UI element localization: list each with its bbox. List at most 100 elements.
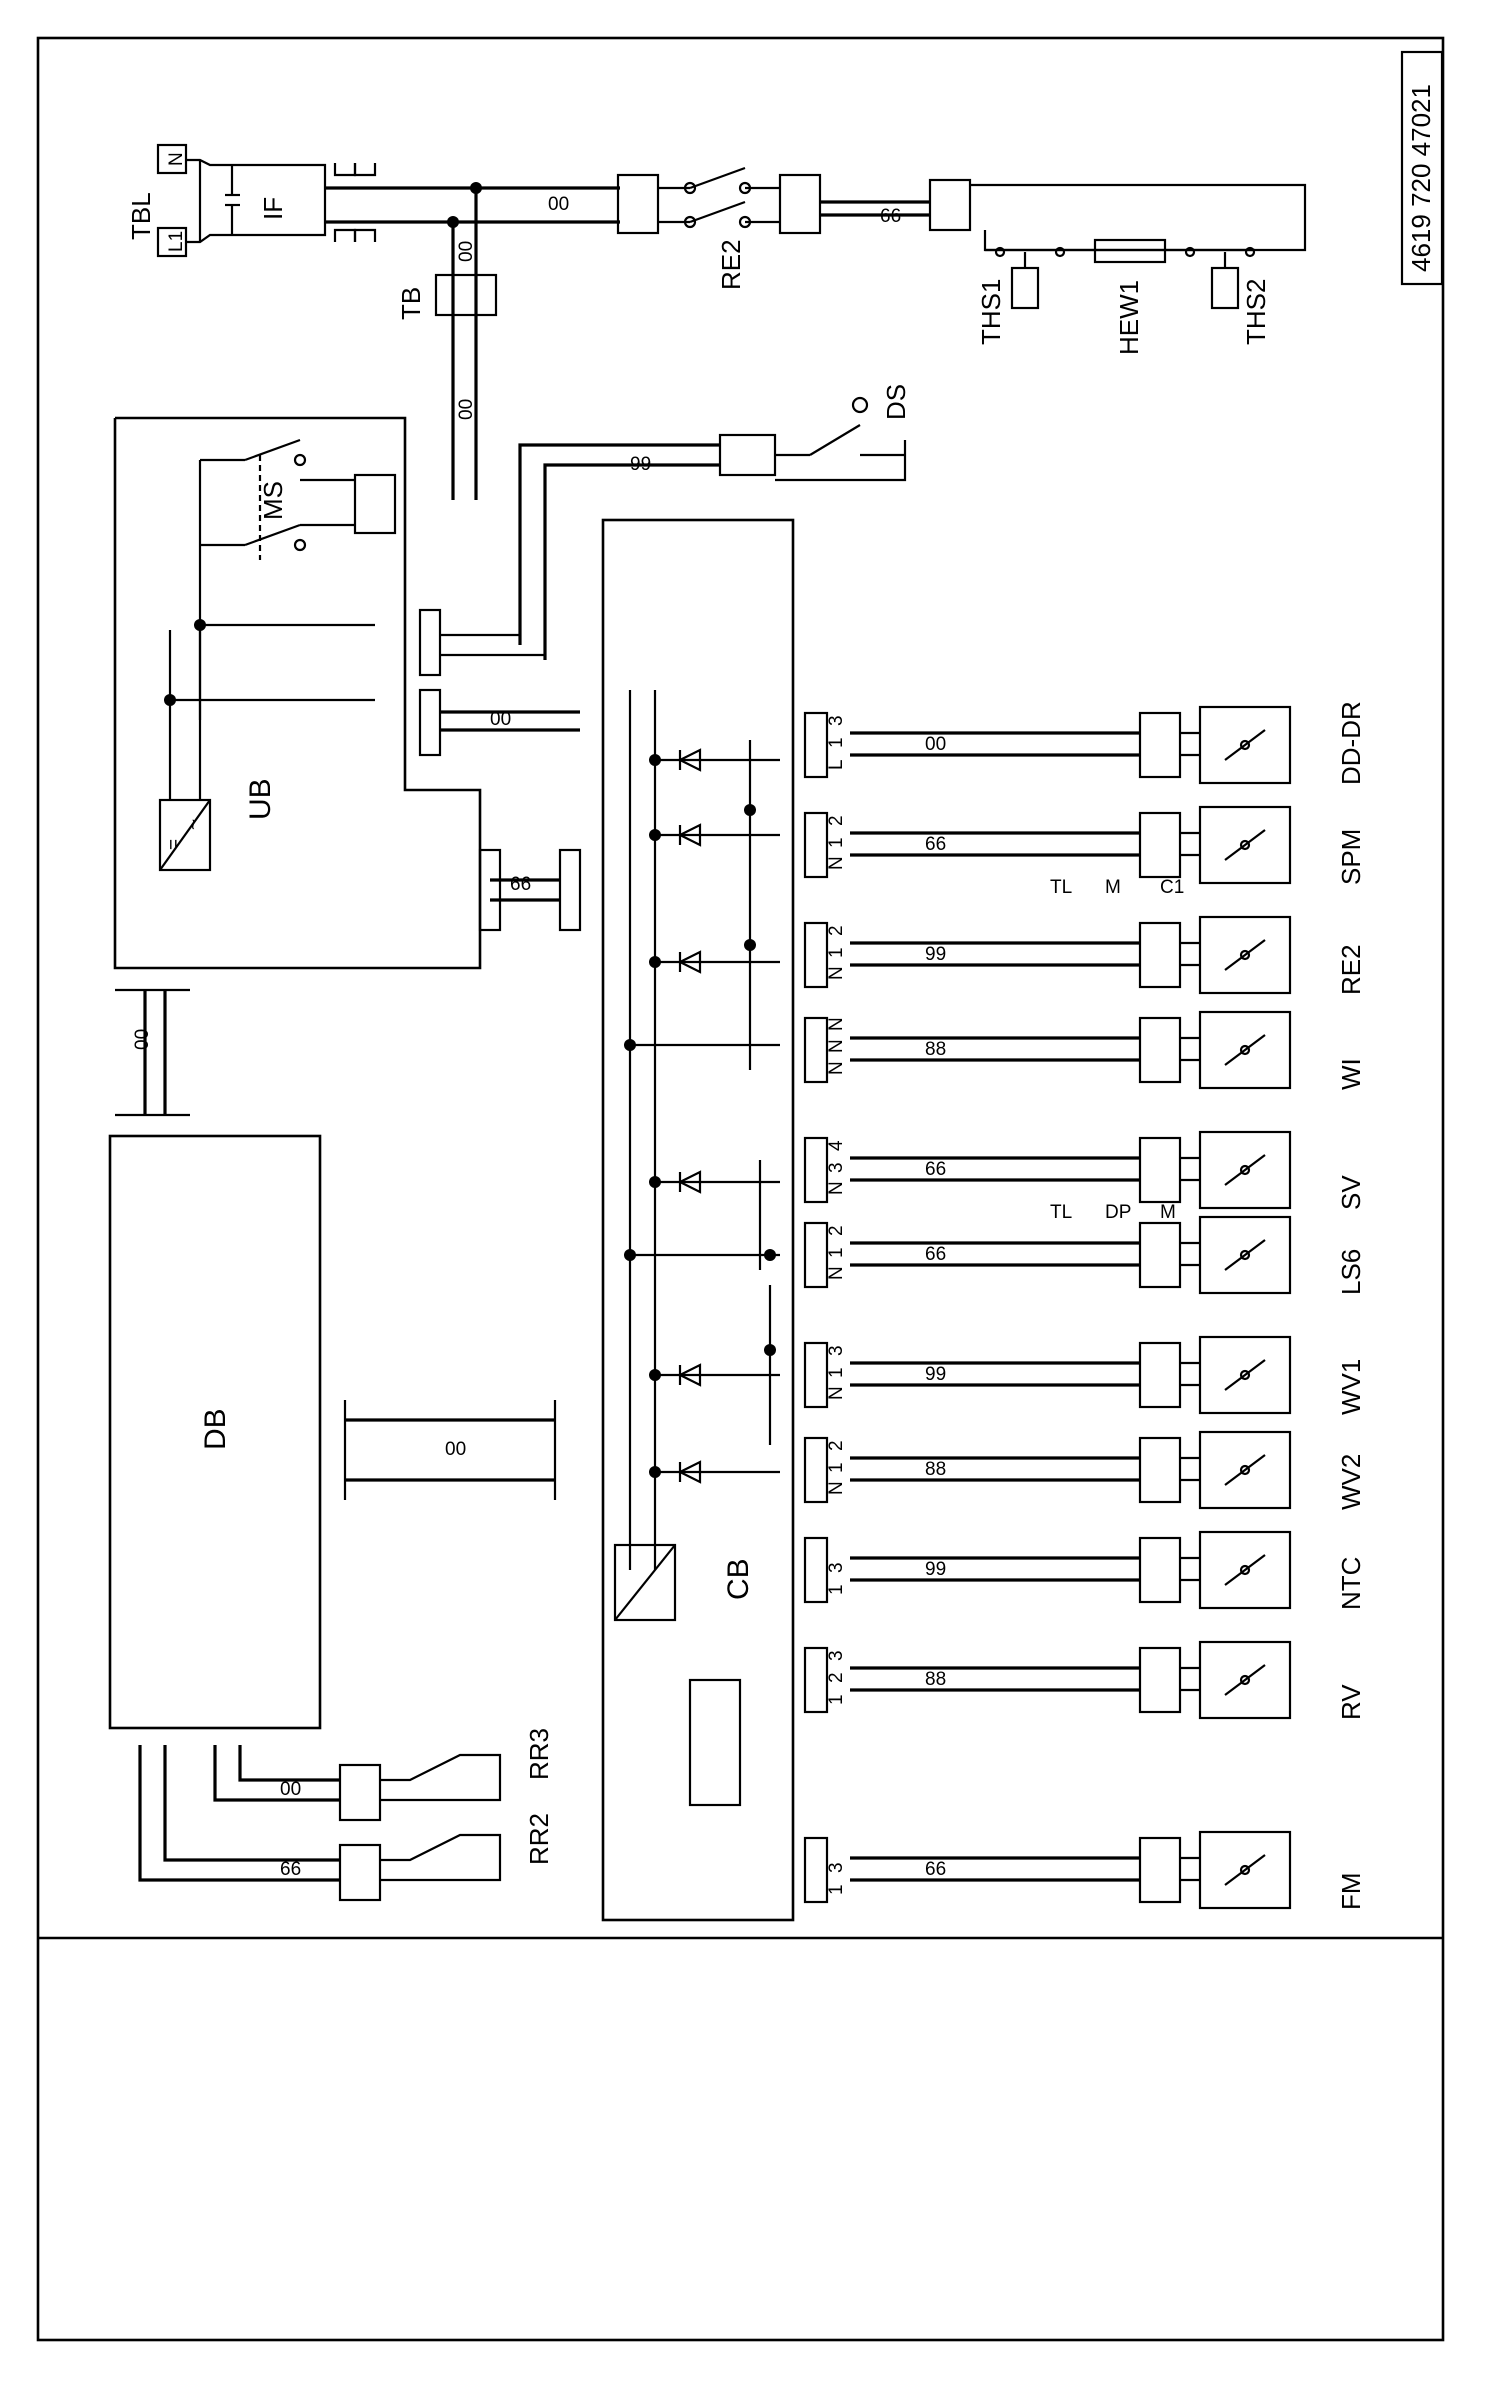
device-symbol (1198, 915, 1292, 995)
device-symbol (1198, 1010, 1292, 1090)
cb-label: CB (722, 1558, 755, 1600)
pin-label: N (826, 966, 847, 980)
component-label: LS6 (1336, 1249, 1366, 1295)
pin-label: 1 (826, 1367, 847, 1378)
tb-connector (434, 273, 498, 317)
ub-db-wire-code: 00 (132, 1029, 153, 1050)
rr2-wire-code: 66 (280, 1859, 301, 1880)
pin-label: 2 (826, 815, 847, 826)
wire-code: 88 (925, 1669, 946, 1690)
ub-label: UB (244, 778, 277, 820)
pin-label: 1 (826, 1462, 847, 1473)
ms-label: MS (258, 481, 288, 520)
pin-label: 2 (826, 1672, 847, 1683)
component-extra-label: M (1160, 1202, 1176, 1223)
pin-label: N (826, 1039, 847, 1053)
pin-label: 3 (826, 1162, 847, 1173)
pin-label: 1 (826, 1884, 847, 1895)
pin-label: 2 (826, 1225, 847, 1236)
ths2-sensor (1210, 266, 1240, 310)
component-label: WI (1336, 1058, 1366, 1090)
svg-text:=: = (164, 839, 185, 850)
terminal-l1-label: L1 (166, 231, 187, 252)
component-row-ls6: N 1 2 66 LS6 (803, 1215, 1366, 1295)
device-symbol (1198, 1830, 1292, 1910)
component-label: SV (1336, 1175, 1366, 1210)
device-symbol (1198, 805, 1292, 885)
pin-label: N (826, 1181, 847, 1195)
document-code-box (1400, 50, 1444, 286)
pin-label: 3 (826, 1562, 847, 1573)
component-label: WV2 (1336, 1454, 1366, 1510)
device-symbol (1198, 1130, 1292, 1210)
pin-label: N (826, 1266, 847, 1280)
component-extra-label: C1 (1160, 877, 1184, 898)
pin-label: N (826, 856, 847, 870)
pin-label: 2 (826, 1440, 847, 1451)
device-symbol (1198, 1215, 1292, 1295)
pin-label: 1 (826, 737, 847, 748)
component-extra-label: TL (1050, 1202, 1072, 1223)
pin-label: N (826, 1061, 847, 1075)
pin-label: 1 (826, 1584, 847, 1595)
ub-cb-link: 66 (478, 848, 582, 932)
wire-code: 66 (925, 1244, 946, 1265)
pin-label: N (826, 1481, 847, 1495)
device-symbol (1198, 1530, 1292, 1610)
document-code: 4619 720 47021 (1406, 84, 1436, 272)
ub-cb-wire-code: 66 (510, 874, 531, 895)
cb-board: CB (601, 518, 795, 1922)
ds-label: DS (881, 384, 911, 420)
wire-code-top-2: 00 (456, 241, 477, 262)
wire-code: 99 (925, 1364, 946, 1385)
pin-label: N (826, 1017, 847, 1031)
pin-label: 1 (826, 947, 847, 958)
component-extra-label: M (1105, 877, 1121, 898)
wire-code: 66 (925, 1159, 946, 1180)
ths2-label: THS2 (1241, 279, 1271, 345)
wire-code: 66 (925, 1859, 946, 1880)
component-label: RV (1336, 1684, 1366, 1720)
component-label: NTC (1336, 1557, 1366, 1610)
device-symbol (1198, 1640, 1292, 1720)
pin-label: 2 (826, 925, 847, 936)
pin-label: 4 (826, 1140, 847, 1151)
component-label: FM (1336, 1872, 1366, 1910)
component-label: SPM (1336, 829, 1366, 885)
wire-code-top-3: 66 (880, 206, 901, 227)
re2-top-label: RE2 (716, 239, 746, 290)
component-extra-label: DP (1105, 1202, 1131, 1223)
wire-code-top-5: 99 (630, 454, 651, 475)
component-extra-label: TL (1050, 877, 1072, 898)
outer-frame (36, 36, 1445, 2342)
if-label: IF (258, 197, 288, 220)
pin-label: 1 (826, 837, 847, 848)
ub-db-link: 00 (115, 988, 190, 1117)
wire-code: 66 (925, 834, 946, 855)
pin-label: 3 (826, 1345, 847, 1356)
ths1-label: THS1 (976, 279, 1006, 345)
rr2-label: RR2 (524, 1813, 554, 1865)
ths1-sensor (1010, 266, 1040, 310)
db-cb-wire-code: 00 (445, 1439, 466, 1460)
pin-label: 1 (826, 1247, 847, 1258)
tb-label: TB (396, 287, 426, 320)
component-label: DD-DR (1336, 701, 1366, 785)
device-symbol (1198, 705, 1292, 785)
wire-code: 00 (925, 734, 946, 755)
pin-label: 3 (826, 715, 847, 726)
cb-microcontroller (688, 1678, 742, 1807)
heater-element (1093, 238, 1167, 264)
pin-label: 1 (826, 1694, 847, 1705)
